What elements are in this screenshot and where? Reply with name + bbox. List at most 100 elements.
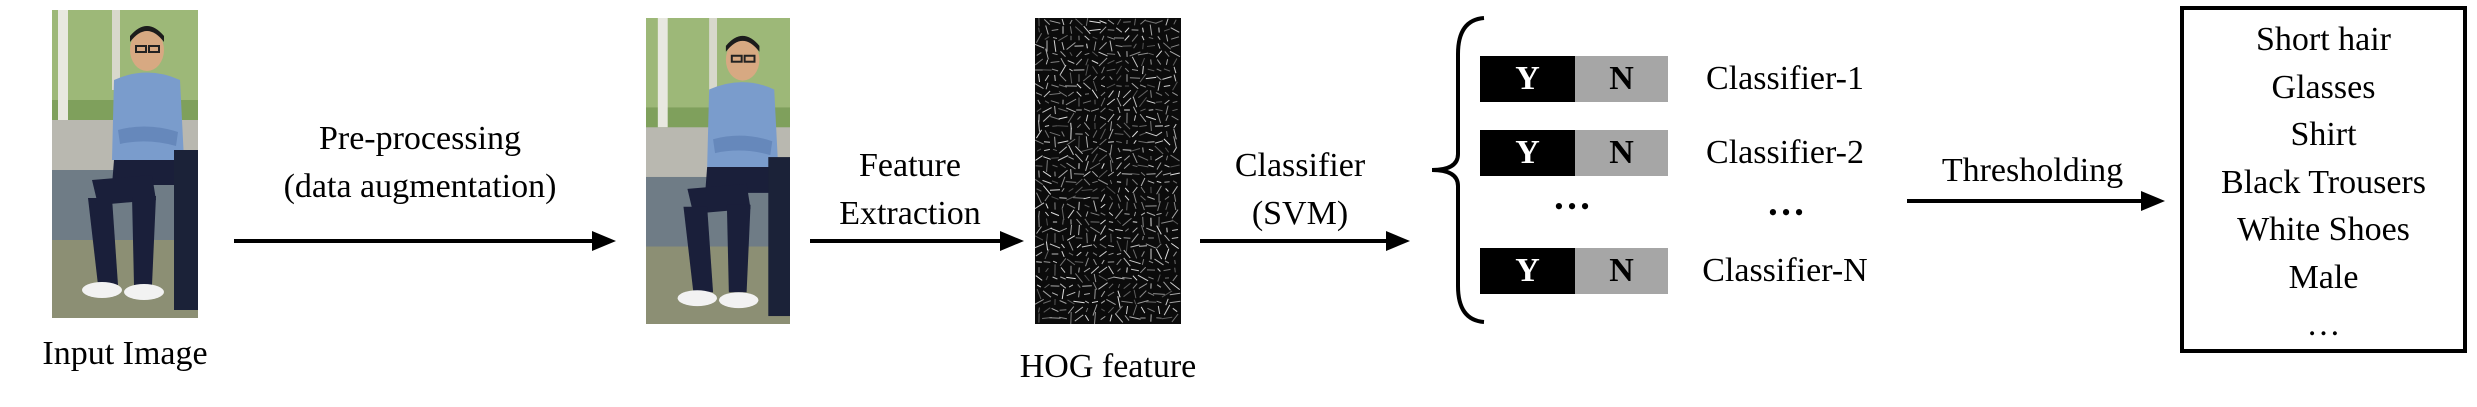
hog-cell-stroke bbox=[1091, 146, 1099, 154]
hog-cell-stroke bbox=[1035, 202, 1045, 210]
hog-cell-stroke bbox=[1078, 290, 1080, 298]
hog-cell-stroke bbox=[1100, 225, 1106, 235]
hog-cell-stroke bbox=[1083, 108, 1091, 112]
hog-cell-stroke bbox=[1115, 65, 1123, 75]
hog-cell-stroke bbox=[1094, 288, 1096, 300]
hog-cell-stroke bbox=[1109, 314, 1113, 322]
hog-cell-stroke bbox=[1116, 219, 1122, 225]
hog-cell-stroke bbox=[1061, 243, 1065, 249]
hog-cell-stroke bbox=[1141, 258, 1145, 266]
hog-cell-stroke bbox=[1092, 153, 1098, 163]
hog-cell-stroke bbox=[1116, 97, 1122, 107]
hog-cell-stroke bbox=[1085, 251, 1089, 257]
hog-cell-stroke bbox=[1155, 170, 1163, 178]
hog-cell-stroke bbox=[1093, 75, 1097, 81]
hog-cell-stroke bbox=[1068, 156, 1074, 160]
hog-cell-stroke bbox=[1129, 259, 1141, 265]
hog-cell-stroke bbox=[1092, 141, 1098, 143]
hog-cell-stroke bbox=[1156, 185, 1162, 195]
hog-cell-stroke bbox=[1150, 59, 1152, 65]
hog-cell-stroke bbox=[1157, 43, 1161, 49]
hog-cell-stroke bbox=[1161, 220, 1173, 224]
hog-cell-stroke bbox=[1084, 131, 1090, 137]
hog-cell-stroke bbox=[1117, 283, 1121, 289]
classifier-1-name: Classifier-1 bbox=[1706, 60, 1864, 97]
hog-cell-stroke bbox=[1085, 160, 1089, 172]
hog-cell-stroke bbox=[1044, 194, 1050, 202]
hog-cell-stroke bbox=[1084, 204, 1090, 208]
hog-cell-stroke bbox=[1171, 313, 1179, 323]
hog-cell-stroke bbox=[1174, 259, 1176, 265]
hog-cell-stroke bbox=[1091, 300, 1099, 304]
hog-cell-stroke bbox=[1145, 76, 1157, 80]
hog-cell-stroke bbox=[1156, 68, 1162, 72]
hog-cell-stroke bbox=[1140, 84, 1146, 88]
classifier-n-no: N bbox=[1575, 248, 1668, 294]
hog-cell-stroke bbox=[1154, 155, 1164, 161]
preprocessing-arrow bbox=[234, 231, 616, 251]
hog-cell-stroke bbox=[1132, 249, 1138, 259]
hog-cell-stroke bbox=[1147, 180, 1155, 184]
hog-cell-stroke bbox=[1067, 306, 1075, 314]
hog-cell-stroke bbox=[1125, 305, 1129, 315]
hog-cell-stroke bbox=[1173, 201, 1177, 211]
hog-cell-stroke bbox=[1169, 50, 1181, 58]
hog-cell-stroke bbox=[1132, 283, 1138, 289]
hog-cell-stroke bbox=[1077, 284, 1081, 288]
hog-cell-stroke bbox=[1051, 307, 1059, 313]
hog-cell-stroke bbox=[1156, 243, 1162, 249]
hog-cell-stroke bbox=[1148, 36, 1154, 40]
hog-cell-stroke bbox=[1073, 173, 1085, 175]
hog-cell-stroke bbox=[1085, 136, 1089, 148]
hog-cell-stroke bbox=[1061, 18, 1065, 26]
hog-cell-stroke bbox=[1044, 125, 1050, 127]
hog-cell-stroke bbox=[1058, 169, 1068, 179]
hog-cell-stroke bbox=[1059, 64, 1067, 76]
hog-cell-stroke bbox=[1086, 232, 1088, 244]
hog-cell-stroke bbox=[1099, 42, 1107, 50]
hog-cell-stroke bbox=[1035, 139, 1044, 145]
hog-cell-stroke bbox=[1116, 253, 1122, 255]
attribute-white-shoes: White Shoes bbox=[2237, 211, 2410, 248]
hog-cell-stroke bbox=[1083, 25, 1091, 35]
hog-cell-stroke bbox=[1116, 162, 1122, 170]
hog-cell-stroke bbox=[1173, 194, 1177, 202]
hog-cell-stroke bbox=[1123, 283, 1131, 289]
hog-cell-stroke bbox=[1174, 267, 1176, 273]
hog-cell-stroke bbox=[1114, 313, 1124, 323]
hog-cell-stroke bbox=[1100, 219, 1106, 225]
hog-cell-stroke bbox=[1044, 100, 1050, 104]
hog-cell-stroke bbox=[1100, 300, 1106, 304]
hog-cell-stroke bbox=[1148, 276, 1154, 280]
hog-cell-stroke bbox=[1137, 274, 1149, 282]
hog-cell-stroke bbox=[1108, 202, 1114, 210]
hog-cell-stroke bbox=[1099, 235, 1107, 241]
hog-cell-stroke bbox=[1165, 155, 1169, 161]
hog-cell-stroke bbox=[1140, 172, 1146, 176]
hog-cell-stroke bbox=[1164, 147, 1170, 153]
hog-cell-stroke bbox=[1173, 66, 1177, 74]
hog-cell-stroke bbox=[1044, 36, 1050, 40]
hog-cell-stroke bbox=[1068, 91, 1074, 97]
hog-cell-stroke bbox=[1058, 227, 1068, 233]
hog-cell-stroke bbox=[1061, 188, 1065, 192]
hog-cell-stroke bbox=[1142, 42, 1144, 50]
hog-cell-stroke bbox=[1070, 122, 1072, 130]
hog-cell-stroke bbox=[1109, 160, 1113, 172]
hog-cell-stroke bbox=[1132, 227, 1138, 233]
hog-cell-stroke bbox=[1131, 56, 1139, 68]
feature-extraction-label: Feature bbox=[859, 147, 961, 184]
hog-cell-stroke bbox=[1163, 138, 1171, 146]
hog-cell-stroke bbox=[1066, 258, 1076, 266]
hog-cell-stroke bbox=[1172, 229, 1178, 231]
classifier-2-yes: Y bbox=[1480, 130, 1575, 176]
classifier-2-yn: Y N bbox=[1480, 130, 1668, 176]
hog-cell-stroke bbox=[1165, 188, 1169, 192]
hog-cell-stroke bbox=[1052, 52, 1058, 56]
hog-cell-stroke bbox=[1148, 52, 1154, 56]
hog-cell-stroke bbox=[1156, 112, 1162, 124]
hog-cell-stroke bbox=[1164, 99, 1170, 105]
hog-cell-stroke bbox=[1165, 105, 1169, 115]
hog-cell-stroke bbox=[1150, 121, 1152, 131]
hog-cell-stroke bbox=[1137, 155, 1149, 161]
